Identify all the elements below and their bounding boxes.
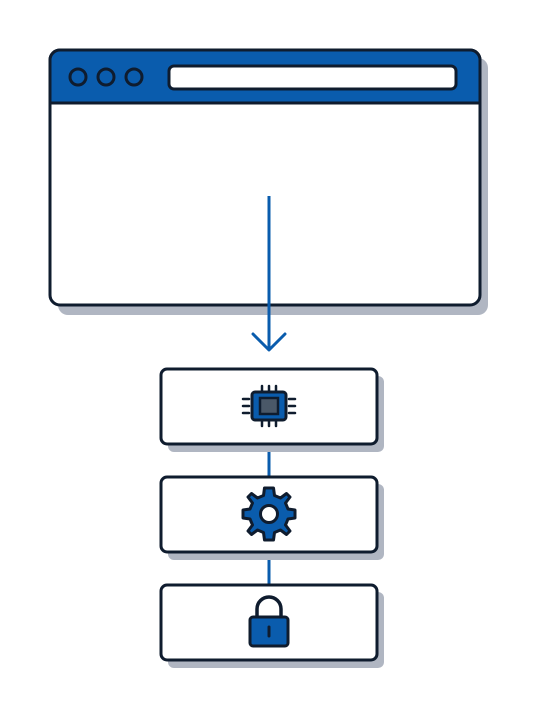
window-control-dot-1[interactable] <box>68 67 88 87</box>
arrow-head-icon <box>251 332 287 352</box>
stack-box-security <box>159 583 384 668</box>
window-control-dot-2[interactable] <box>96 67 116 87</box>
padlock-icon <box>248 595 290 648</box>
down-arrow-connector <box>251 196 287 352</box>
gear-icon <box>241 486 297 542</box>
address-bar[interactable] <box>167 64 458 91</box>
window-control-dot-3[interactable] <box>124 67 144 87</box>
cpu-chip-icon <box>241 384 297 428</box>
stack-box-settings <box>159 475 384 560</box>
stack-box-processor <box>159 367 384 452</box>
browser-window <box>48 48 488 315</box>
